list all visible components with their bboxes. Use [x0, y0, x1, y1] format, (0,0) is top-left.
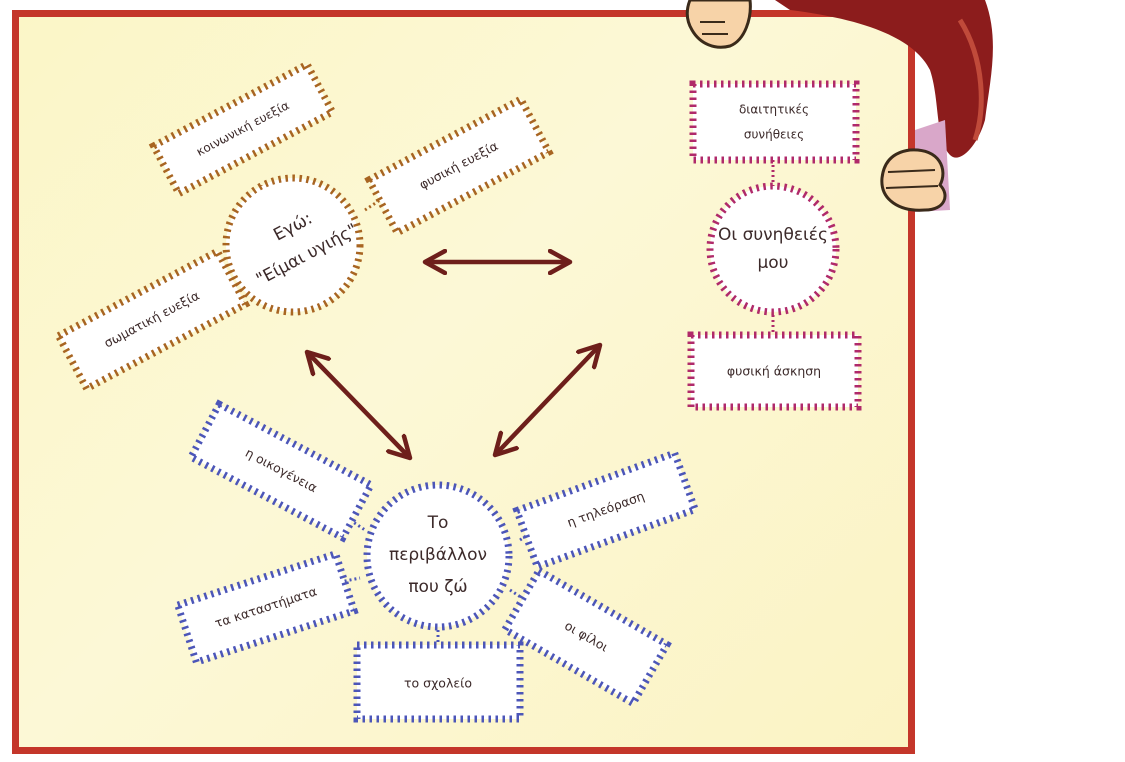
environment-box-family: η οικογένεια [186, 399, 376, 543]
health-box-physical: φυσική ευεξία [364, 94, 554, 238]
habits-box-diet: διαιτητικές συνήθειες [689, 80, 860, 164]
health-circle: Εγώ: "Είμαι υγιής" [222, 174, 364, 316]
connector-family [349, 518, 366, 532]
habits-box-exercise-label: φυσική άσκηση [727, 364, 821, 379]
habits-circle: Οι συνηθειές μου [706, 182, 840, 316]
environment-box-shops: τα καταστήματα [173, 549, 359, 667]
environment-box-friends: οι φίλοι [500, 565, 672, 709]
environment-box-tv: η τηλεόραση [512, 448, 700, 572]
health-box-bodily: σωματική ευεξία [53, 246, 251, 394]
habits-cluster: διαιτητικές συνήθειες Οι συνηθειές μου φ… [687, 80, 862, 411]
habits-circle-line1: Οι συνηθειές [718, 225, 828, 245]
connector-physical [364, 198, 381, 212]
environment-circle-line1: Το [427, 513, 449, 533]
habits-box-exercise: φυσική άσκηση [687, 331, 862, 411]
habits-box-diet-line2: συνήθειες [744, 128, 804, 142]
habits-circle-line2: μου [757, 253, 788, 273]
environment-box-school: το σχολείο [353, 641, 524, 723]
health-cluster: Εγώ: "Είμαι υγιής" κοινωνική ευεξία φυσι… [53, 59, 554, 394]
double-arrow-icon [307, 262, 600, 458]
environment-circle-line2: περιβάλλον [389, 545, 487, 565]
arrow-health-environment [307, 352, 410, 458]
arrow-habits-environment [495, 345, 600, 455]
habits-box-diet-line1: διαιτητικές [739, 103, 809, 117]
health-box-social: κοινωνική ευεξία [148, 59, 338, 199]
environment-box-school-label: το σχολείο [404, 676, 472, 691]
environment-circle-line3: που ζώ [408, 577, 467, 597]
environment-cluster: Το περιβάλλον που ζώ η οικογένεια η τηλε… [173, 399, 700, 723]
environment-circle: Το περιβάλλον που ζώ [363, 481, 513, 631]
